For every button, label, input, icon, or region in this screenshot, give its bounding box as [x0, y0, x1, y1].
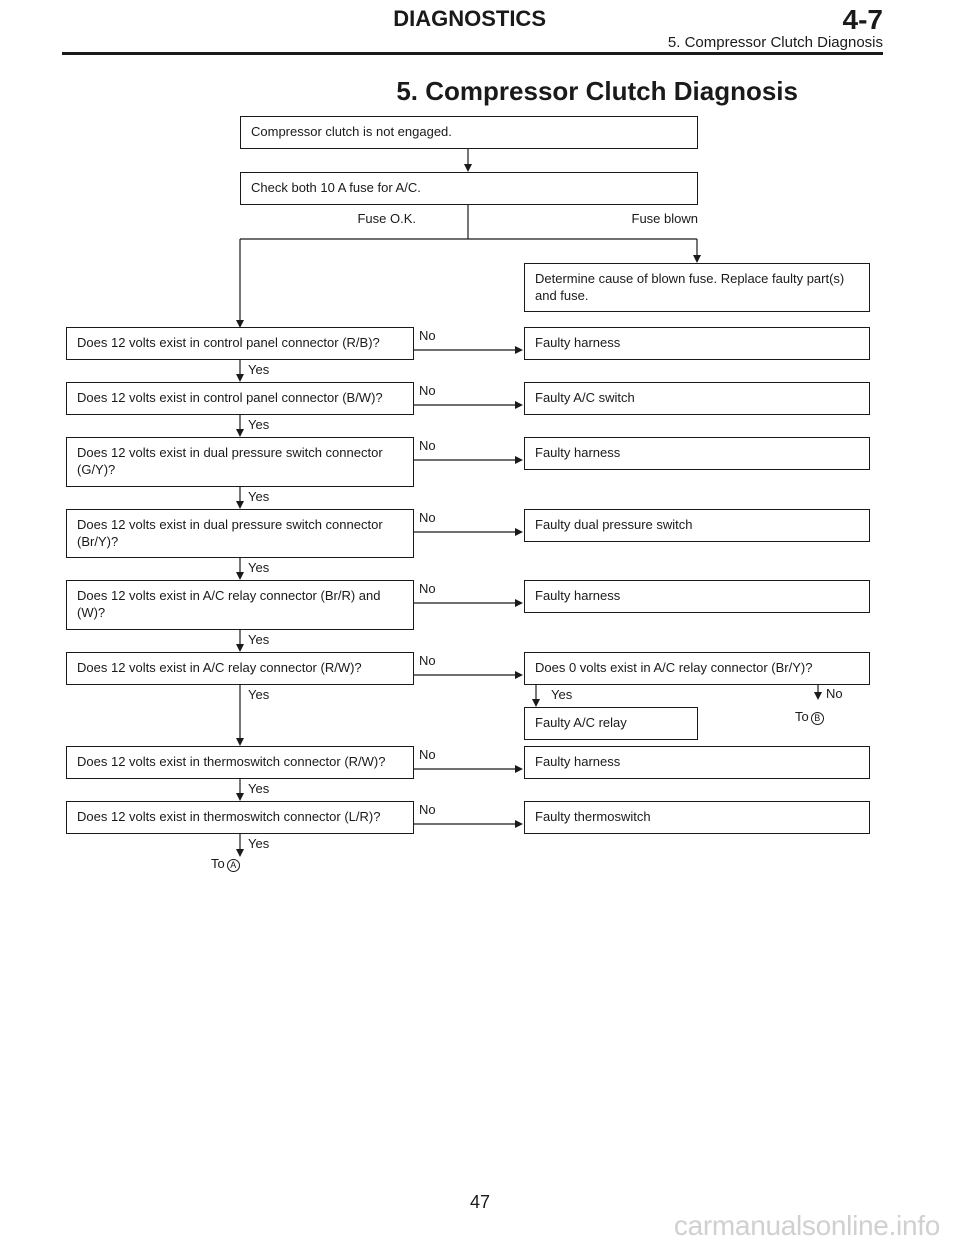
step-box-check-fuse: Check both 10 A fuse for A/C. — [240, 172, 698, 205]
ref-b-marker: B — [810, 712, 824, 725]
label-fuse-blown: Fuse blown — [631, 211, 698, 226]
label-no: No — [419, 747, 436, 762]
watermark: carmanualsonline.info — [673, 1210, 940, 1241]
label-no: No — [419, 438, 436, 453]
result-box-1: Faulty harness — [524, 327, 870, 360]
label-no: No — [419, 581, 436, 596]
question-box-3: Does 12 volts exist in dual pressure swi… — [66, 437, 414, 487]
header-subtitle: 5. Compressor Clutch Diagnosis — [667, 34, 883, 51]
question-box-8: Does 12 volts exist in thermoswitch conn… — [66, 801, 414, 834]
label-yes: Yes — [248, 417, 270, 432]
header-title: DIAGNOSTICS — [393, 6, 546, 31]
step-box-blown-fuse: Determine cause of blown fuse. Replace f… — [524, 263, 870, 312]
label-yes: Yes — [248, 560, 270, 575]
result-box-5: Faulty harness — [524, 580, 870, 613]
header-rule — [62, 52, 883, 55]
result-box-8: Faulty thermoswitch — [524, 801, 870, 834]
label-no: No — [419, 510, 436, 525]
label-yes: Yes — [248, 489, 270, 504]
label-no: No — [826, 686, 843, 701]
result-box-4: Faulty dual pressure switch — [524, 509, 870, 542]
label-fuse-ok: Fuse O.K. — [357, 211, 416, 226]
header-section-number: 4-7 — [842, 4, 883, 35]
label-yes: Yes — [248, 632, 270, 647]
question-box-2: Does 12 volts exist in control panel con… — [66, 382, 414, 415]
label-yes: Yes — [551, 687, 573, 702]
label-no: No — [419, 802, 436, 817]
connector-lines — [239, 148, 819, 849]
label-yes: Yes — [248, 687, 270, 702]
label-yes: Yes — [248, 836, 270, 851]
page-number: 47 — [469, 1192, 491, 1212]
label-no: No — [419, 653, 436, 668]
result-box-6: Faulty A/C relay — [524, 707, 698, 740]
question-box-6: Does 12 volts exist in A/C relay connect… — [66, 652, 414, 685]
question-box-7: Does 12 volts exist in thermoswitch conn… — [66, 746, 414, 779]
result-box-2: Faulty A/C switch — [524, 382, 870, 415]
label-to: To — [211, 856, 225, 871]
label-to: To — [795, 709, 809, 724]
label-no: No — [419, 328, 436, 343]
connector-arrowheads — [236, 164, 822, 857]
page-title: 5. Compressor Clutch Diagnosis — [396, 76, 798, 106]
question-box-1: Does 12 volts exist in control panel con… — [66, 327, 414, 360]
question-box-5: Does 12 volts exist in A/C relay connect… — [66, 580, 414, 630]
question-box-6b: Does 0 volts exist in A/C relay connecto… — [524, 652, 870, 685]
label-yes: Yes — [248, 362, 270, 377]
result-box-3: Faulty harness — [524, 437, 870, 470]
label-yes: Yes — [248, 781, 270, 796]
label-no: No — [419, 383, 436, 398]
ref-a-marker: A — [226, 859, 240, 872]
question-box-4: Does 12 volts exist in dual pressure swi… — [66, 509, 414, 558]
step-box-compressor-not-engaged: Compressor clutch is not engaged. — [240, 116, 698, 149]
result-box-7: Faulty harness — [524, 746, 870, 779]
